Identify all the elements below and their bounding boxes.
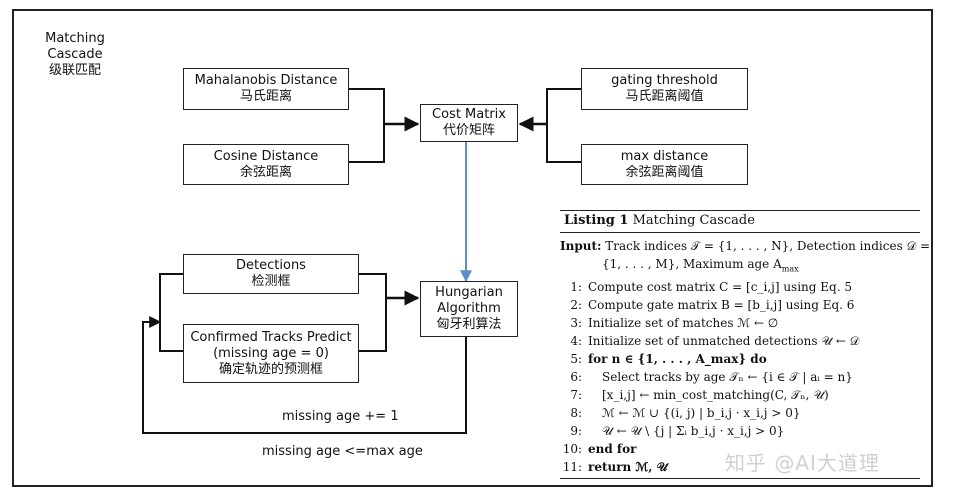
listing-line-text: [x_i,j] ← min_cost_matching(C, 𝒯ₙ, 𝒰) — [602, 388, 829, 403]
box-detections: Detections 检测框 — [183, 254, 359, 294]
listing-line-number: 1: — [570, 280, 582, 295]
line-loop — [142, 316, 467, 434]
detections-label: Detections — [236, 258, 306, 273]
listing-line-number: 11: — [562, 460, 582, 475]
listing-line: 2: Compute gate matrix B = [b_i,j] using … — [560, 296, 920, 314]
listing-line-number: 10: — [562, 442, 582, 457]
line-mahalanobis — [349, 88, 385, 124]
listing-line-text: end for — [588, 442, 637, 457]
listing-line-number: 2: — [570, 298, 582, 313]
listing-line-number: 5: — [570, 352, 582, 367]
box-confirmed-tracks: Confirmed Tracks Predict (missing age = … — [183, 324, 359, 383]
listing-bottom-rule — [560, 478, 920, 480]
hungarian-label-1: Hungarian — [435, 285, 503, 300]
line-gating — [546, 88, 581, 124]
watermark-text: 知乎 @AI大道理 — [725, 451, 880, 475]
listing-line-number: 9: — [570, 424, 582, 439]
listing-input-sub: max — [781, 264, 799, 274]
hungarian-label-cn: 匈牙利算法 — [436, 317, 502, 332]
listing-line-number: 8: — [570, 406, 582, 421]
missing-age-increment-label: missing age += 1 — [282, 409, 399, 424]
listing-line-number: 4: — [570, 334, 582, 349]
missing-age-max-label: missing age <=max age — [262, 444, 423, 459]
mahalanobis-label-cn: 马氏距离 — [239, 89, 292, 104]
diagram-frame — [12, 9, 933, 487]
gating-label-cn: 马氏距离阈值 — [625, 89, 704, 104]
detections-label-cn: 检测框 — [251, 274, 291, 289]
cost-matrix-label: Cost Matrix — [432, 107, 506, 122]
line-detections — [359, 273, 387, 298]
listing-heading-title: Matching Cascade — [628, 213, 755, 228]
confirmed-label-cn: 确定轨迹的预测框 — [218, 361, 323, 377]
listing-mid-rule — [560, 232, 920, 233]
max-distance-label-cn: 余弦距离阈值 — [625, 164, 704, 180]
line-cosine — [349, 124, 385, 163]
mahalanobis-label: Mahalanobis Distance — [194, 73, 338, 88]
title-line-2: Cascade — [47, 47, 103, 62]
listing-line-text: Compute cost matrix C = [c_i,j] using Eq… — [588, 280, 852, 295]
listing-line: 6: Select tracks by age 𝒯ₙ ← {i ∈ 𝒯 | aᵢ … — [560, 368, 920, 386]
line-left-bracket — [159, 273, 183, 352]
listing-line: 9: 𝒰 ← 𝒰 \ {j | Σᵢ b_i,j · x_i,j > 0} — [560, 422, 920, 440]
line-maxdist — [546, 124, 581, 163]
listing-input: Input: Track indices 𝒯 = {1, . . . , N},… — [560, 237, 930, 255]
diagram-title: Matching Cascade 级联匹配 — [20, 31, 130, 79]
max-distance-label: max distance — [620, 148, 709, 164]
hungarian-label-2: Algorithm — [437, 301, 501, 316]
listing-input-label: Input: — [560, 239, 602, 253]
listing-line: 11: return ℳ, 𝒰 — [560, 458, 920, 476]
box-mahalanobis-distance: Mahalanobis Distance 马氏距离 — [183, 68, 349, 110]
box-gating-threshold: gating threshold 马氏距离阈值 — [581, 68, 748, 110]
listing-line-text: return ℳ, 𝒰 — [588, 460, 668, 475]
listing-line: 8: ℳ ← ℳ ∪ {(i, j) | b_i,j · x_i,j > 0} — [560, 404, 920, 422]
listing-line: 1: Compute cost matrix C = [c_i,j] using … — [560, 278, 920, 296]
listing-heading-number: Listing 1 — [564, 213, 629, 228]
line-confirmed — [359, 298, 387, 352]
listing-line-text: Compute gate matrix B = [b_i,j] using Eq… — [588, 298, 855, 313]
listing-line-number: 7: — [570, 388, 582, 403]
box-max-distance: max distance 余弦距离阈值 — [581, 144, 748, 185]
listing-line: 4: Initialize set of unmatched detections… — [560, 332, 920, 350]
box-cost-matrix: Cost Matrix 代价矩阵 — [420, 104, 518, 142]
title-chinese: 级联匹配 — [48, 63, 101, 78]
listing-line-text: 𝒰 ← 𝒰 \ {j | Σᵢ b_i,j · x_i,j > 0} — [602, 424, 785, 439]
listing-line-text: Select tracks by age 𝒯ₙ ← {i ∈ 𝒯 | aᵢ = … — [602, 370, 853, 385]
confirmed-label-sub: (missing age = 0) — [213, 345, 329, 361]
listing-input-text: Track indices 𝒯 = {1, . . . , N}, Detect… — [601, 239, 931, 253]
listing-line: 7: [x_i,j] ← min_cost_matching(C, 𝒯ₙ, 𝒰) — [560, 386, 920, 404]
cosine-label-cn: 余弦距离 — [239, 164, 292, 180]
listing-line-number: 3: — [570, 316, 582, 331]
listing-input-continued: {1, . . . , M}, Maximum age Amax — [560, 255, 920, 278]
listing-input-cont-text: {1, . . . , M}, Maximum age A — [602, 257, 782, 271]
listing-line-number: 6: — [570, 370, 582, 385]
listing-line: 10: end for — [560, 440, 920, 458]
listing-heading: Listing 1 Matching Cascade — [560, 211, 920, 232]
listing-line-text: Initialize set of unmatched detections 𝒰… — [588, 334, 860, 349]
listing-line-text: Initialize set of matches ℳ ← ∅ — [588, 316, 779, 331]
listing-line: 3: Initialize set of matches ℳ ← ∅ — [560, 314, 920, 332]
listing-line-text: for n ∈ {1, . . . , A_max} do — [588, 352, 767, 367]
cost-matrix-label-cn: 代价矩阵 — [442, 123, 495, 138]
box-hungarian-algorithm: Hungarian Algorithm 匈牙利算法 — [420, 281, 518, 337]
listing-line-text: ℳ ← ℳ ∪ {(i, j) | b_i,j · x_i,j > 0} — [602, 406, 801, 421]
listing-lines: 1: Compute cost matrix C = [c_i,j] using … — [560, 278, 920, 476]
title-line-1: Matching — [45, 31, 105, 46]
cosine-label: Cosine Distance — [213, 148, 319, 164]
gating-label: gating threshold — [611, 73, 718, 88]
confirmed-label: Confirmed Tracks Predict — [190, 329, 352, 345]
algorithm-listing: Listing 1 Matching Cascade Input: Track … — [560, 210, 930, 480]
listing-top-rule — [560, 210, 920, 211]
box-cosine-distance: Cosine Distance 余弦距离 — [183, 144, 349, 185]
listing-line: 5: for n ∈ {1, . . . , A_max} do — [560, 350, 920, 368]
